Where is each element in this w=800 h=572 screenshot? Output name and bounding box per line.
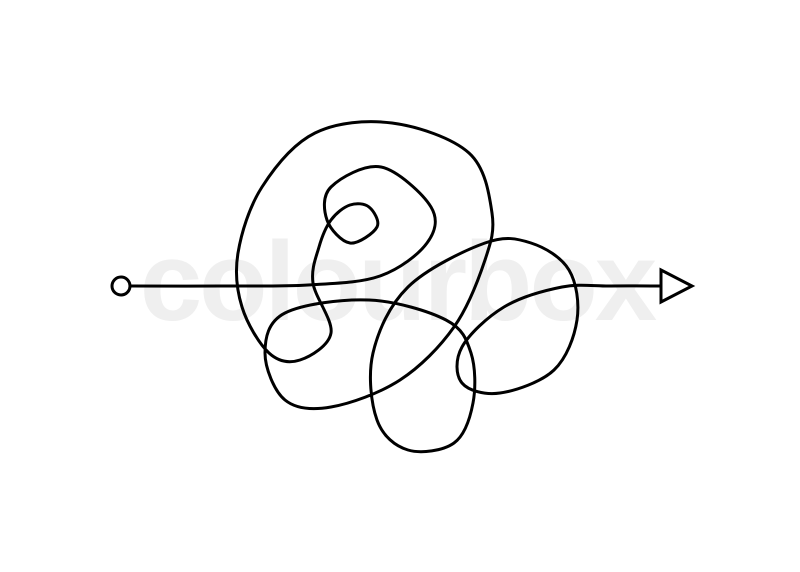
- tangled-line: [128, 120, 663, 454]
- start-circle-icon: [110, 275, 132, 297]
- watermark: colourbox: [139, 219, 657, 344]
- arrowhead-icon: [659, 267, 696, 305]
